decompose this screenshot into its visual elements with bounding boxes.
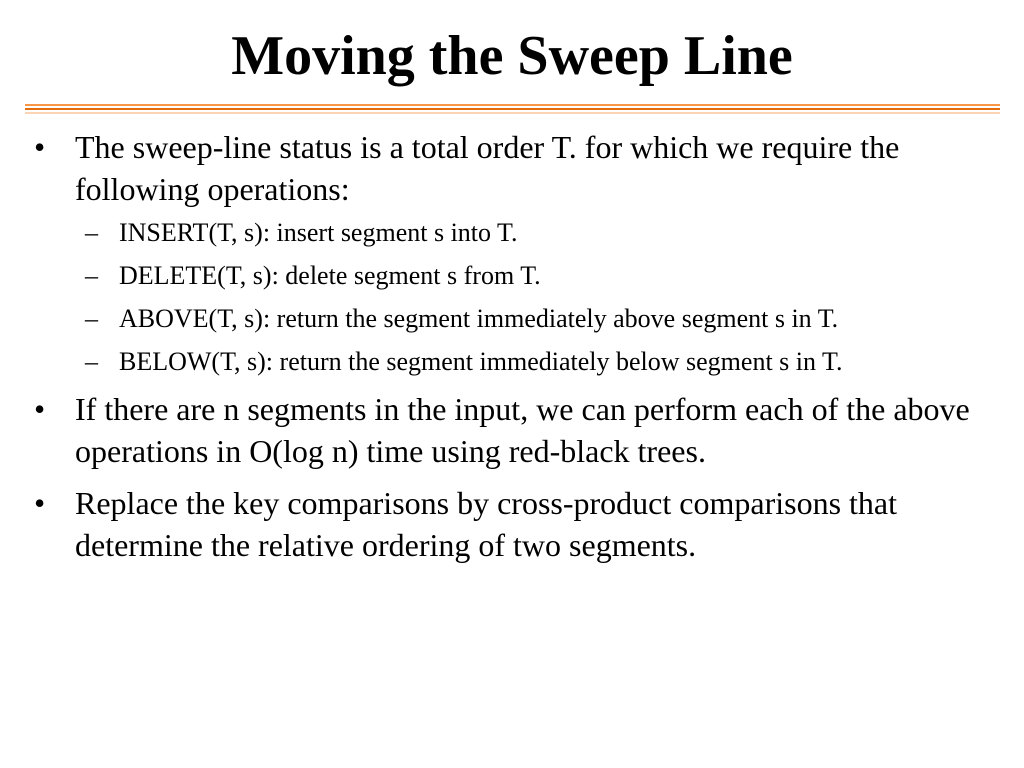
dash-marker: – xyxy=(85,218,98,247)
title-divider xyxy=(25,104,1000,114)
dash-marker: – xyxy=(85,347,98,376)
bullet-item: • The sweep-line status is a total order… xyxy=(34,126,1004,378)
divider-line-middle xyxy=(25,108,1000,110)
bullet-marker: • xyxy=(34,485,46,521)
sub-bullet-list: – INSERT(T, s): insert segment s into T.… xyxy=(75,216,1004,378)
bullet-list: • The sweep-line status is a total order… xyxy=(34,126,1004,566)
bullet-item: • Replace the key comparisons by cross-p… xyxy=(34,482,1004,566)
bullet-text: Replace the key comparisons by cross-pro… xyxy=(75,485,897,563)
bullet-marker: • xyxy=(34,129,46,165)
sub-bullet-text: INSERT(T, s): insert segment s into T. xyxy=(119,218,518,247)
bullet-text: The sweep-line status is a total order T… xyxy=(75,129,900,207)
sub-bullet-text: ABOVE(T, s): return the segment immediat… xyxy=(119,304,839,333)
slide-title: Moving the Sweep Line xyxy=(231,25,793,87)
dash-marker: – xyxy=(85,261,98,290)
slide-body: • The sweep-line status is a total order… xyxy=(34,126,1004,576)
sub-bullet-item: – BELOW(T, s): return the segment immedi… xyxy=(75,345,1004,378)
bullet-item: • If there are n segments in the input, … xyxy=(34,388,1004,472)
sub-bullet-item: – ABOVE(T, s): return the segment immedi… xyxy=(75,302,1004,335)
dash-marker: – xyxy=(85,304,98,333)
sub-bullet-item: – INSERT(T, s): insert segment s into T. xyxy=(75,216,1004,249)
divider-line-bottom xyxy=(25,112,1000,114)
bullet-marker: • xyxy=(34,391,46,427)
sub-bullet-text: BELOW(T, s): return the segment immediat… xyxy=(119,347,843,376)
sub-bullet-text: DELETE(T, s): delete segment s from T. xyxy=(119,261,541,290)
sub-bullet-item: – DELETE(T, s): delete segment s from T. xyxy=(75,259,1004,292)
bullet-text: If there are n segments in the input, we… xyxy=(75,391,970,469)
divider-line-top xyxy=(25,104,1000,106)
